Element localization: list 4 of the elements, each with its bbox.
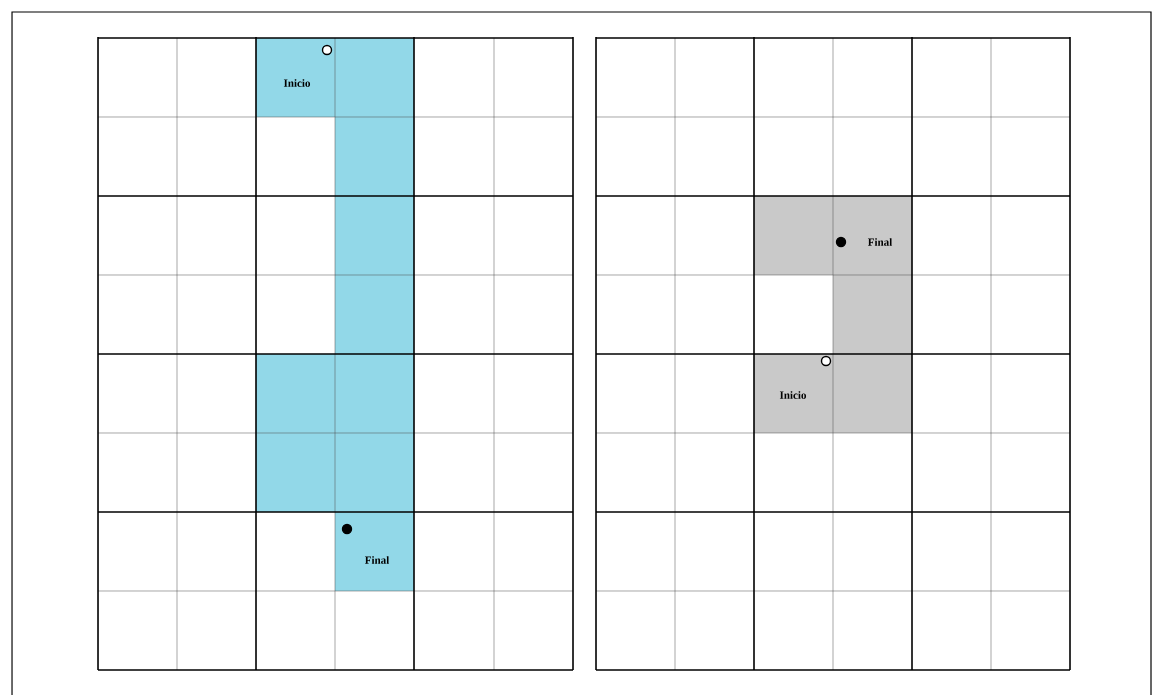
cell-label: Final — [867, 238, 893, 246]
cell-label: Inicio — [779, 391, 807, 399]
cell-label: Final — [364, 556, 390, 564]
cell-label: Inicio — [283, 79, 311, 87]
